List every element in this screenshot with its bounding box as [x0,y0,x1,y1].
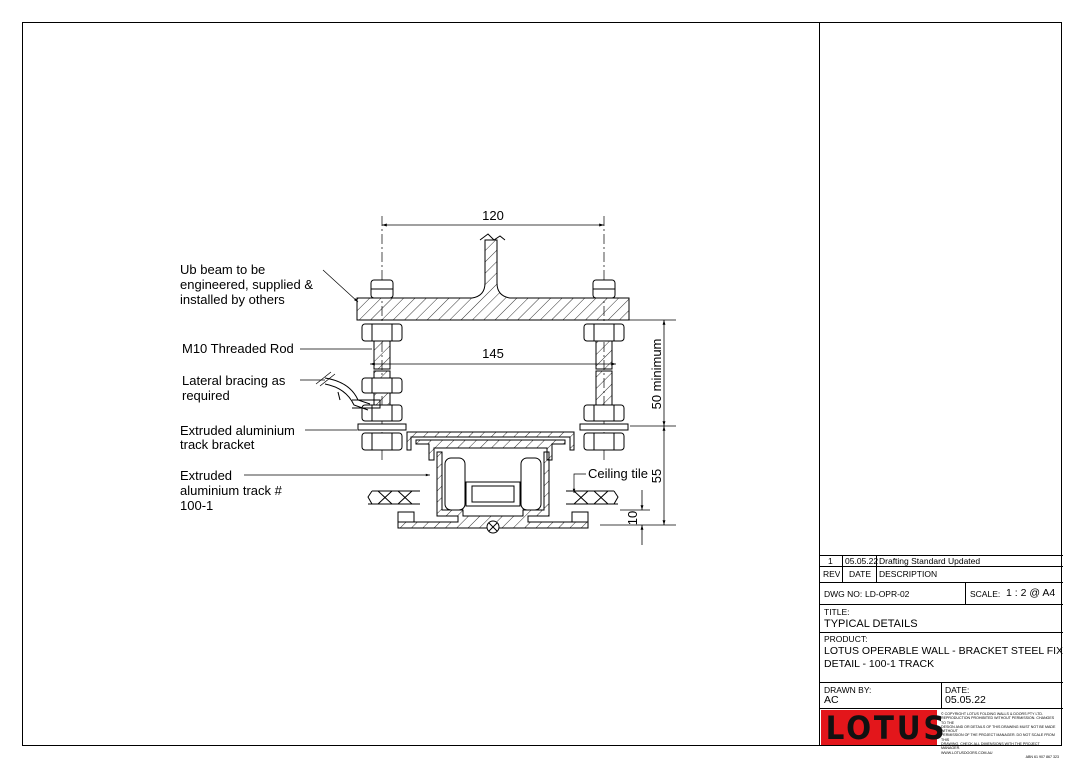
rule [820,708,1063,709]
rev-date: 05.05.22 [845,556,879,566]
lotus-logo: LOTUS [821,709,948,747]
aluminium-track [397,439,589,529]
roller-carriage [444,457,542,534]
copyright-line: REPRODUCTION PROHIBITED WITHOUT PERMISSI… [941,716,1055,725]
lotus-logo-text: LOTUS [825,709,948,747]
lateral-bracing [324,377,381,411]
threaded-rod-left [357,279,407,451]
ub-beam-label-2: engineered, supplied & [180,277,313,292]
ub-beam-label-1: Ub beam to be [180,262,265,277]
drawn-by-value: AC [824,695,839,705]
rule [820,632,1063,633]
date-value: 05.05.22 [945,695,986,705]
ceiling-tile-right [566,490,619,505]
track-label-3: 100-1 [180,498,213,513]
dim-55-label: 55 [649,469,664,483]
rev-header-date: DATE [849,569,872,579]
rule [820,566,1063,567]
title-block: 1 05.05.22 Drafting Standard Updated REV… [819,22,1064,759]
dwg-no-value: LD-OPR-02 [865,589,910,599]
lateral-bracing-label-1: Lateral bracing as [182,373,286,388]
dwg-no-label: DWG NO: [824,589,863,599]
dim-50-label: 50 minimum [649,339,664,410]
rule [842,555,843,582]
dim-145-label: 145 [482,346,504,361]
rev-header-rev: REV [823,569,841,579]
rule [941,682,942,708]
scale-value: 1 : 2 @ A4 [1006,588,1056,598]
product-label: PRODUCT: [824,634,868,644]
dimension-vertical [600,319,676,545]
track-bracket-label-1: Extruded aluminium [180,423,295,438]
product-line-2: DETAIL - 100-1 TRACK [824,658,935,670]
product-line-1: LOTUS OPERABLE WALL - BRACKET STEEL FIX [824,645,1064,657]
drawn-by-label: DRAWN BY: [824,685,872,695]
ceiling-tile-label: Ceiling tile [588,466,648,481]
ub-beam-label-3: installed by others [180,292,285,307]
date-label: DATE: [945,685,970,695]
ceiling-tile-left [367,490,420,505]
copyright-line: WWW.LOTUSDOORS.COM.AU [941,750,993,755]
track-label-1: Extruded [180,468,232,483]
copyright-notice: © COPYRIGHT LOTUS FOLDING WALLS & DOORS … [941,712,1059,759]
leader-lines [244,269,586,493]
copyright-line: © COPYRIGHT LOTUS FOLDING WALLS & DOORS … [941,712,1043,716]
copyright-line: ABN 61 907 867 323 [1025,754,1059,759]
drawing-sheet-border [22,22,1062,746]
rule [965,582,966,604]
threaded-rod-label: M10 Threaded Rod [182,341,294,356]
scale-label: SCALE: [970,589,1001,599]
rule [820,604,1063,605]
dim-120-label: 120 [482,208,504,223]
copyright-line: PERMISSION OF THE PROJECT MANAGER. DO NO… [941,733,1055,742]
rule [820,582,1063,583]
dim-10-label: 10 [625,511,640,525]
copyright-line: DRAWING. CHECK ALL DIMENSIONS WITH THE P… [941,742,1040,751]
track-bracket [406,431,575,451]
rev-description: Drafting Standard Updated [879,556,981,566]
ub-beam [356,233,630,321]
rev-header-description: DESCRIPTION [879,569,938,579]
track-label-2: aluminium track # [180,483,283,498]
copyright-line: DESIGN AND OR DETAILS OF THIS DRAWING MU… [941,724,1056,734]
threaded-rod-right [579,279,629,451]
drawing-title: TYPICAL DETAILS [824,618,918,630]
rev-number: 1 [828,556,833,566]
lateral-bracing-label-2: required [182,388,230,403]
title-label: TITLE: [824,607,850,617]
track-bracket-label-2: track bracket [180,437,255,452]
rule [820,555,1063,556]
rule [876,555,877,582]
